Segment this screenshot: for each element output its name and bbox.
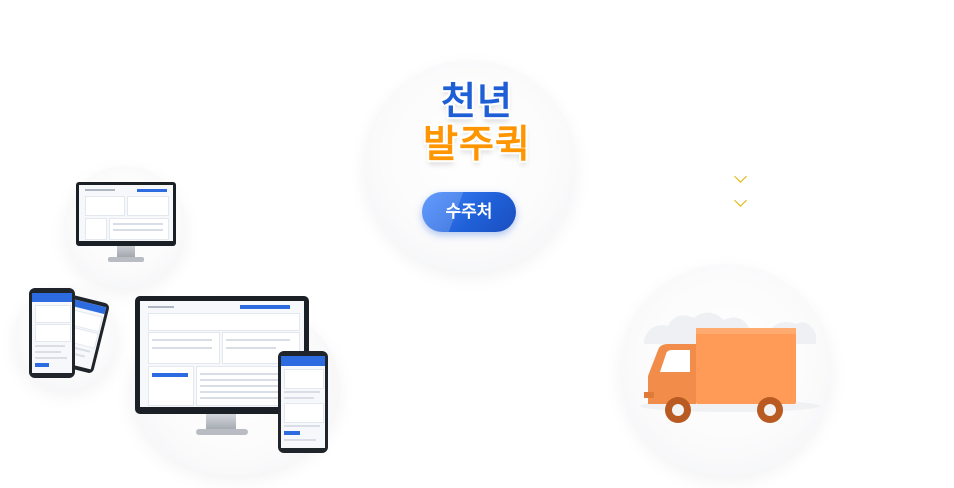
chevron-down-icon[interactable] [734,194,747,207]
small-monitor-display [79,185,173,241]
desktop-monitor-neck [206,414,236,430]
desktop-phone-device [278,351,328,453]
logo-platform [364,60,576,272]
logo-title-line1: 천년 [441,79,513,123]
supplier-role-label: 수주처 [445,202,493,222]
small-monitor-neck [117,246,135,258]
phone-device [29,288,75,378]
supplier-role-button[interactable]: 수주처 [422,192,516,232]
desktop-monitor-display [140,301,304,407]
chevron-down-icon[interactable] [734,170,747,183]
small-monitor-base [108,257,144,262]
desktop-monitor-base [196,429,248,435]
delivery-truck-icon [640,312,820,423]
logo-title-line2: 발주퀵 [423,122,531,166]
